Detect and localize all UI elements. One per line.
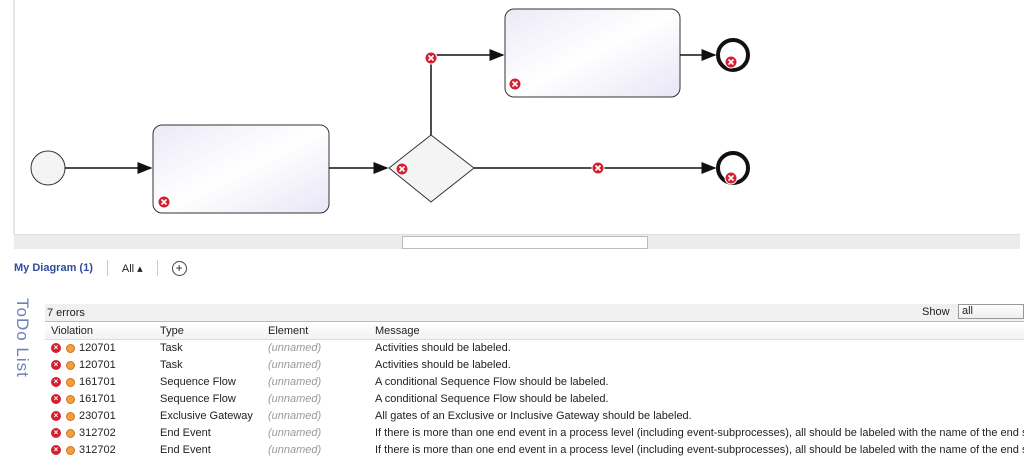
type-cell: Task [160,342,183,354]
message-cell: All gates of an Exclusive or Inclusive G… [375,410,692,422]
violation-cell: × 120701 [51,342,116,354]
warning-icon [66,343,75,353]
error-crosses [160,54,735,206]
error-icon: × [51,360,61,371]
diagram-tabs: My Diagram (1) All ▴ + [14,260,187,276]
table-row[interactable]: × 312702 End Event (unnamed) If there is … [45,442,1024,459]
element-cell: (unnamed) [268,342,322,354]
divider [156,260,158,276]
element-cell: (unnamed) [268,410,322,422]
message-cell: If there is more than one end event in a… [375,444,1024,456]
col-type[interactable]: Type [160,325,184,337]
violation-cell: × 120701 [51,359,116,371]
violation-code: 312702 [79,427,116,439]
element-cell: (unnamed) [268,444,322,456]
error-count: 7 errors [47,306,85,319]
sequence-flow-upper[interactable] [430,49,505,135]
violation-cell: × 312702 [51,427,116,439]
type-cell: Task [160,359,183,371]
col-element[interactable]: Element [268,325,309,337]
violation-cell: × 312702 [51,444,116,456]
element-cell: (unnamed) [268,393,322,405]
warning-icon [66,445,75,455]
error-markers [157,51,738,209]
error-icon: × [51,343,61,354]
violation-code: 120701 [79,359,116,371]
violation-code: 161701 [79,393,116,405]
scrollbar-thumb[interactable] [402,236,648,249]
error-icon: × [51,445,61,456]
filter-all-dropdown[interactable]: All ▴ [121,262,143,275]
show-filter-select[interactable]: all [958,304,1024,319]
warning-icon [66,377,75,387]
table-row[interactable]: × 312702 End Event (unnamed) If there is … [45,425,1024,442]
divider [106,260,108,276]
table-row[interactable]: × 120701 Task (unnamed) Activities should… [45,357,1024,374]
message-cell: A conditional Sequence Flow should be la… [375,393,609,405]
warning-icon [66,394,75,404]
col-violation[interactable]: Violation [51,325,93,337]
message-cell: Activities should be labeled. [375,342,511,354]
task-1[interactable] [152,124,330,214]
type-cell: Exclusive Gateway [160,410,253,422]
bpmn-canvas[interactable] [0,0,1024,234]
error-icon: × [51,411,61,422]
type-cell: End Event [160,444,211,456]
plus-icon: + [175,261,183,275]
element-cell: (unnamed) [268,376,322,388]
table-row[interactable]: × 230701 Exclusive Gateway (unnamed) All … [45,408,1024,425]
violation-code: 161701 [79,376,116,388]
todo-list-title[interactable]: ToDo List [13,298,32,378]
warning-icon [66,411,75,421]
table-row[interactable]: × 161701 Sequence Flow (unnamed) A condit… [45,391,1024,408]
error-icon: × [51,428,61,439]
message-cell: Activities should be labeled. [375,359,511,371]
error-icon: × [51,394,61,405]
violation-cell: × 161701 [51,376,116,388]
type-cell: Sequence Flow [160,376,236,388]
show-label: Show [922,306,950,318]
error-icon: × [51,377,61,388]
table-row[interactable]: × 161701 Sequence Flow (unnamed) A condit… [45,374,1024,391]
table-row[interactable]: × 120701 Task (unnamed) Activities should… [45,340,1024,357]
violation-cell: × 161701 [51,393,116,405]
col-message[interactable]: Message [375,325,420,337]
add-diagram-button[interactable]: + [171,260,187,276]
violation-code: 230701 [79,410,116,422]
start-event[interactable] [30,150,66,186]
task-2[interactable] [504,8,681,98]
error-table-body: × 120701 Task (unnamed) Activities should… [45,340,1024,459]
element-cell: (unnamed) [268,359,322,371]
table-header: Violation Type Element Message [45,322,1024,340]
warning-icon [66,428,75,438]
panel-toolbar: 7 errors Show all [45,304,1024,322]
violation-cell: × 230701 [51,410,116,422]
todo-panel: 7 errors Show all Violation Type Element… [45,304,1024,467]
violation-code: 120701 [79,342,116,354]
element-cell: (unnamed) [268,427,322,439]
horizontal-scrollbar[interactable] [14,234,1020,249]
tab-my-diagram[interactable]: My Diagram (1) [14,262,93,274]
message-cell: A conditional Sequence Flow should be la… [375,376,609,388]
warning-icon [66,360,75,370]
violation-code: 312702 [79,444,116,456]
message-cell: If there is more than one end event in a… [375,427,1024,439]
type-cell: End Event [160,427,211,439]
type-cell: Sequence Flow [160,393,236,405]
